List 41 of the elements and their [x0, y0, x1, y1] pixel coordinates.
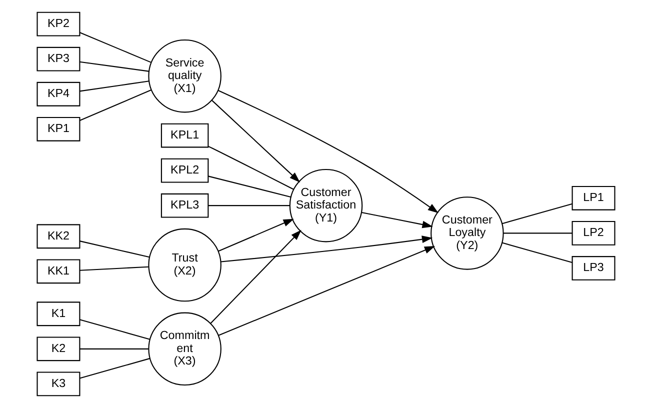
node-box: K2: [36, 336, 80, 362]
connector: [79, 89, 152, 121]
node-box: LP2: [571, 220, 615, 246]
connector: [79, 348, 148, 350]
node-box: KP2: [36, 12, 80, 36]
node-box: LP3: [571, 256, 615, 280]
node-box: KK2: [36, 224, 80, 249]
node-box: KK1: [36, 259, 80, 284]
node-box: KPL2: [160, 158, 208, 183]
node-box: KPL1: [160, 123, 208, 148]
node-box: K1: [36, 302, 80, 326]
connector: [79, 240, 150, 258]
arrow: [361, 212, 432, 228]
node-box: KP1: [36, 116, 80, 142]
arrow: [211, 100, 300, 182]
node-box: KP3: [36, 46, 80, 72]
connector: [502, 203, 572, 224]
connector: [208, 146, 294, 190]
connector: [79, 32, 151, 63]
connector: [79, 266, 148, 271]
node-circle: Customer Loyalty (Y2): [430, 196, 504, 270]
connector: [79, 61, 149, 72]
connector: [79, 319, 150, 340]
arrow: [218, 218, 294, 252]
connector: [502, 242, 572, 264]
connector: [79, 358, 150, 379]
arrow: [220, 236, 432, 262]
node-circle: Commitm ent (X3): [148, 312, 221, 386]
arrow: [218, 246, 435, 336]
connector: [503, 232, 572, 234]
arrow: [210, 230, 301, 324]
arrow: [217, 90, 438, 214]
node-box: K3: [36, 372, 80, 396]
connector: [208, 205, 290, 206]
node-box: KP4: [36, 82, 80, 106]
node-circle: Trust (X2): [148, 228, 221, 302]
connector: [79, 80, 149, 92]
node-box: LP1: [571, 186, 615, 210]
node-circle: Service quality (X1): [148, 39, 221, 113]
node-box: KPL3: [160, 193, 208, 218]
connector: [208, 176, 290, 198]
